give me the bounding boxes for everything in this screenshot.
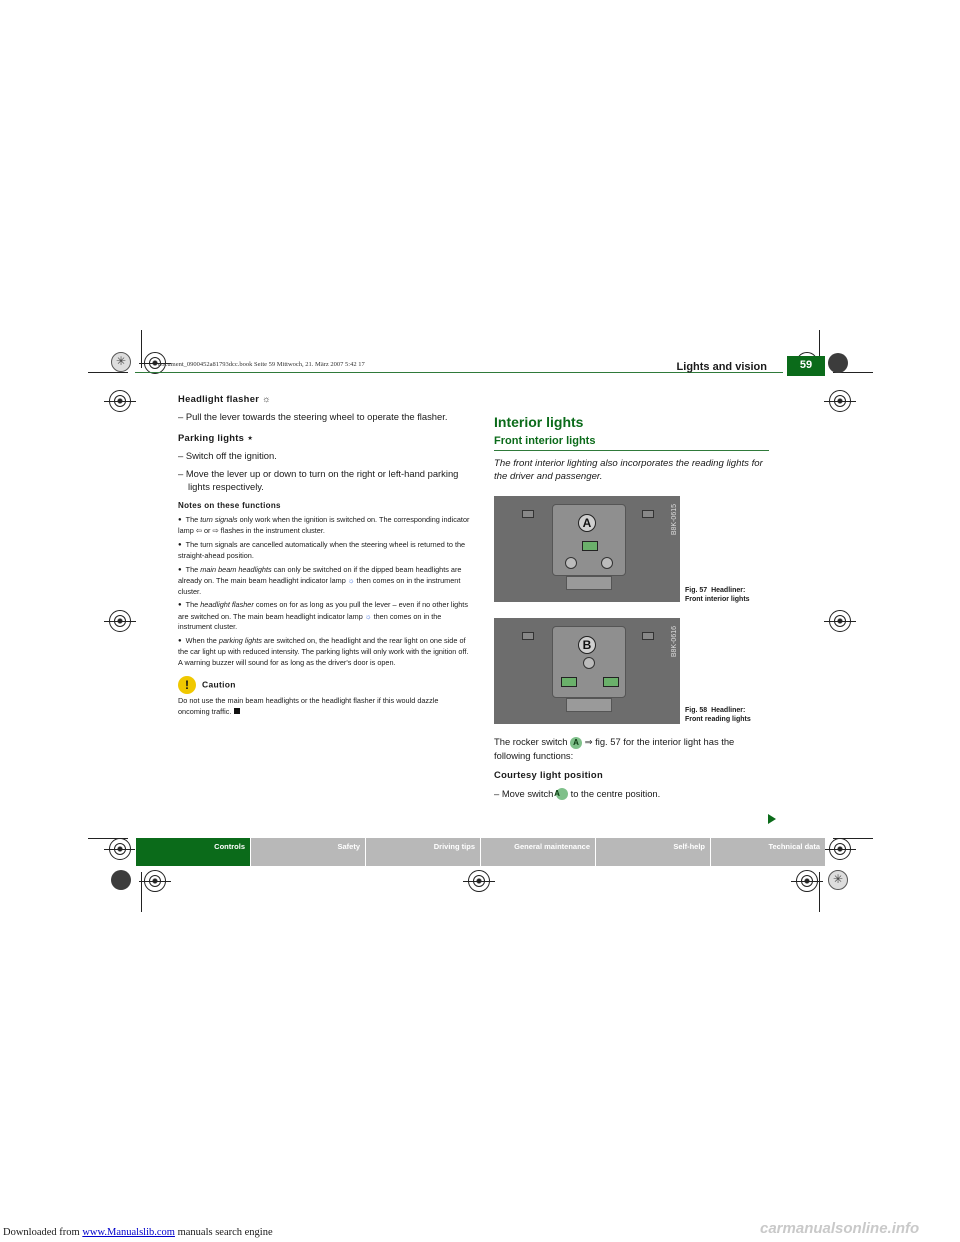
note-main-beam: The main beam headlights can only be swi… bbox=[178, 565, 470, 598]
figure-code: B8K-0615 bbox=[671, 504, 678, 536]
tab-controls[interactable]: Controls bbox=[135, 838, 250, 866]
courtesy-heading: Courtesy light position bbox=[494, 768, 603, 780]
file-stamp: document_0900452a81793dcc.book Seite 59 … bbox=[158, 361, 365, 368]
figure-57: A B8K-0615 bbox=[494, 496, 680, 602]
registration-target-mark bbox=[824, 610, 856, 632]
tab-driving-tips[interactable]: Driving tips bbox=[365, 838, 480, 866]
tab-self-help[interactable]: Self-help bbox=[595, 838, 710, 866]
flasher-step: – Pull the lever towards the steering wh… bbox=[178, 411, 448, 422]
interior-lights-title: Interior lights bbox=[494, 414, 584, 430]
rocker-section: The rocker switch A ⇒ fig. 57 for the in… bbox=[494, 735, 772, 801]
parking-heading: Parking lights ⋆ bbox=[178, 432, 254, 443]
turn-left-icon: ⇦ bbox=[195, 526, 202, 535]
parking-step-2: – Move the lever up or down to turn on t… bbox=[178, 468, 459, 492]
turn-right-icon: ⇨ bbox=[212, 526, 219, 535]
header-rule bbox=[135, 372, 783, 373]
continue-arrow-icon bbox=[768, 814, 776, 824]
main-beam-icon: ☼ bbox=[364, 611, 372, 621]
page-number: 59 bbox=[787, 356, 825, 376]
courtesy-step: – Move switch A to the centre position. bbox=[494, 787, 661, 801]
label-a-marker: A bbox=[578, 514, 596, 532]
registration-target-mark bbox=[104, 610, 136, 632]
section-intro: The front interior lighting also incorpo… bbox=[494, 458, 763, 482]
section-title: Lights and vision bbox=[676, 361, 767, 373]
note-flasher: The headlight flasher comes on for as lo… bbox=[178, 600, 470, 633]
parking-light-icon: ⋆ bbox=[247, 432, 254, 443]
registration-target-mark bbox=[463, 870, 495, 892]
download-prefix: Downloaded from bbox=[3, 1227, 83, 1238]
chapter-tabs: Controls Safety Driving tips General mai… bbox=[135, 838, 825, 866]
registration-target-mark bbox=[104, 838, 136, 860]
manualslib-link[interactable]: www.Manualslib.com bbox=[82, 1227, 175, 1238]
reading-light-right bbox=[603, 677, 619, 687]
figure-57-caption: Fig. 57 Headliner: Front interior lights bbox=[685, 587, 750, 603]
headlight-flasher-icon: ☼ bbox=[262, 393, 271, 404]
ref-a-badge: A bbox=[554, 788, 568, 801]
figure-code: B8K-0616 bbox=[671, 626, 678, 658]
subtitle-rule bbox=[494, 450, 769, 451]
registration-target-mark bbox=[824, 390, 856, 412]
registration-target-mark bbox=[139, 352, 171, 374]
caution-text: Do not use the main beam headlights or t… bbox=[178, 696, 439, 716]
tab-safety[interactable]: Safety bbox=[250, 838, 365, 866]
registration-solid-mark bbox=[111, 870, 131, 890]
rocker-intro: The rocker switch A ⇒ fig. 57 for the in… bbox=[494, 736, 735, 761]
ref-a-badge: A bbox=[570, 736, 583, 749]
note-parking: When the parking lights are switched on,… bbox=[178, 636, 470, 669]
registration-target-mark bbox=[139, 870, 171, 892]
note-cancel: The turn signals are cancelled automatic… bbox=[178, 540, 470, 562]
caution-heading: !Caution bbox=[178, 676, 470, 694]
registration-target-mark bbox=[791, 870, 823, 892]
left-column: Headlight flasher ☼ – Pull the lever tow… bbox=[178, 392, 470, 717]
download-suffix: manuals search engine bbox=[174, 1227, 273, 1238]
parking-step-1: – Switch off the ignition. bbox=[178, 450, 277, 461]
reading-light-left bbox=[561, 677, 577, 687]
figure-58-caption: Fig. 58 Headliner: Front reading lights bbox=[685, 707, 751, 723]
registration-star-mark bbox=[111, 352, 131, 372]
registration-star-mark bbox=[828, 870, 848, 890]
notes-heading: Notes on these functions bbox=[178, 501, 281, 510]
caution-icon: ! bbox=[178, 676, 196, 694]
registration-target-mark bbox=[104, 390, 136, 412]
registration-target-mark bbox=[824, 838, 856, 860]
registration-solid-mark bbox=[828, 353, 848, 373]
rocker-switch bbox=[582, 541, 598, 551]
front-interior-subtitle: Front interior lights bbox=[494, 435, 596, 447]
figure-58: B B8K-0616 bbox=[494, 618, 680, 724]
note-turn-signals: The turn signals only work when the igni… bbox=[178, 515, 470, 537]
label-b-marker: B bbox=[578, 636, 596, 654]
right-column: Interior lights Front interior lights Th… bbox=[494, 414, 769, 483]
watermark-logo: carmanualsonline.info bbox=[760, 1220, 920, 1237]
tab-technical-data[interactable]: Technical data bbox=[710, 838, 825, 866]
end-mark-icon bbox=[234, 707, 241, 714]
main-beam-icon: ☼ bbox=[347, 576, 355, 585]
flasher-heading: Headlight flasher ☼ bbox=[178, 393, 271, 404]
download-banner: Downloaded from www.Manualslib.com manua… bbox=[3, 1227, 273, 1238]
tab-general-maintenance[interactable]: General maintenance bbox=[480, 838, 595, 866]
